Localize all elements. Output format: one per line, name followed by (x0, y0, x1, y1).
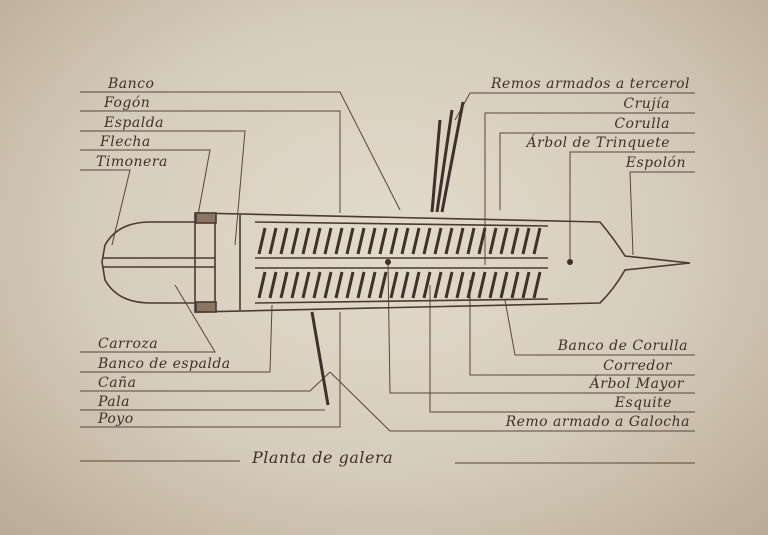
drawing-title: Planta de galera (252, 448, 394, 467)
rowing-bench (378, 227, 388, 255)
rowing-bench (367, 271, 377, 299)
hull-outline (194, 212, 691, 313)
oar (430, 119, 442, 213)
rowing-bench (356, 227, 366, 255)
label-remos-tercerol: Remos armados a tercerol (491, 76, 690, 92)
rowing-bench (466, 271, 476, 299)
leader-lines (80, 91, 695, 464)
label-corredor: Corredor (603, 358, 672, 374)
label-corulla: Corulla (614, 116, 670, 132)
rowing-bench (499, 271, 509, 299)
rowing-bench (466, 227, 476, 255)
label-espalda: Espalda (104, 115, 164, 131)
rowing-bench (455, 227, 465, 255)
main-mast (385, 259, 391, 265)
rowing-bench (444, 227, 454, 255)
rowing-bench (488, 271, 498, 299)
rowing-bench (532, 271, 542, 299)
rowing-bench (323, 227, 333, 255)
oar (435, 109, 454, 213)
label-espolon: Espolón (625, 155, 686, 171)
rowing-bench (510, 227, 520, 255)
rowing-bench (389, 271, 399, 299)
rowing-bench (301, 271, 311, 299)
rowing-benches (257, 227, 542, 299)
rowing-bench (312, 271, 322, 299)
rowing-bench (433, 227, 443, 255)
rowing-bench (323, 271, 333, 299)
oars (310, 101, 465, 406)
rowing-bench (334, 271, 344, 299)
rowing-bench (499, 227, 509, 255)
rowing-bench (345, 227, 355, 255)
rowing-bench (532, 227, 542, 255)
rowing-bench (477, 227, 487, 255)
rowing-bench (411, 271, 421, 299)
oar (440, 101, 465, 213)
rowing-bench (521, 271, 531, 299)
rowing-bench (290, 271, 300, 299)
label-arbol-trinquete: Árbol de Trinquete (526, 135, 670, 151)
label-crujia: Crujía (623, 96, 670, 112)
label-fogon: Fogón (104, 95, 151, 111)
rowing-bench (279, 271, 289, 299)
hull (101, 212, 691, 313)
rowing-bench (378, 271, 388, 299)
rowing-bench (411, 227, 421, 255)
label-remo-galocha: Remo armado a Galocha (505, 414, 690, 430)
stern-castle (101, 221, 195, 304)
label-cana: Caña (98, 375, 137, 391)
rowing-bench (433, 271, 443, 299)
rowing-bench (477, 271, 487, 299)
masts (385, 259, 573, 265)
rowing-bench (257, 271, 267, 299)
rowing-bench (279, 227, 289, 255)
rowing-bench (301, 227, 311, 255)
rowing-bench (268, 271, 278, 299)
rowing-bench (367, 227, 377, 255)
label-banco-de-espalda: Banco de espalda (98, 356, 231, 372)
rowing-bench (312, 227, 322, 255)
rowing-bench (488, 227, 498, 255)
rowing-bench (356, 271, 366, 299)
label-flecha: Flecha (100, 134, 151, 150)
rowing-bench (521, 227, 531, 255)
rowing-bench (400, 271, 410, 299)
fore-mast (567, 259, 573, 265)
rowing-bench (389, 227, 399, 255)
label-banco: Banco (108, 76, 155, 92)
label-carroza: Carroza (98, 336, 159, 352)
label-esquite: Esquite (614, 395, 672, 411)
rowing-bench (345, 271, 355, 299)
rowing-bench (334, 227, 344, 255)
label-pala: Pala (98, 394, 130, 410)
label-poyo: Poyo (98, 411, 134, 427)
rowing-bench (268, 227, 278, 255)
label-timonera: Timonera (96, 154, 168, 170)
oar (310, 311, 330, 406)
rowing-bench (444, 271, 454, 299)
rowing-bench (510, 271, 520, 299)
label-banco-de-corulla: Banco de Corulla (557, 338, 688, 354)
label-arbol-mayor: Árbol Mayor (589, 376, 684, 392)
rowing-bench (400, 227, 410, 255)
rowing-bench (422, 271, 432, 299)
rowing-bench (290, 227, 300, 255)
rowing-bench (257, 227, 267, 255)
rowing-bench (455, 271, 465, 299)
rowing-bench (422, 227, 432, 255)
